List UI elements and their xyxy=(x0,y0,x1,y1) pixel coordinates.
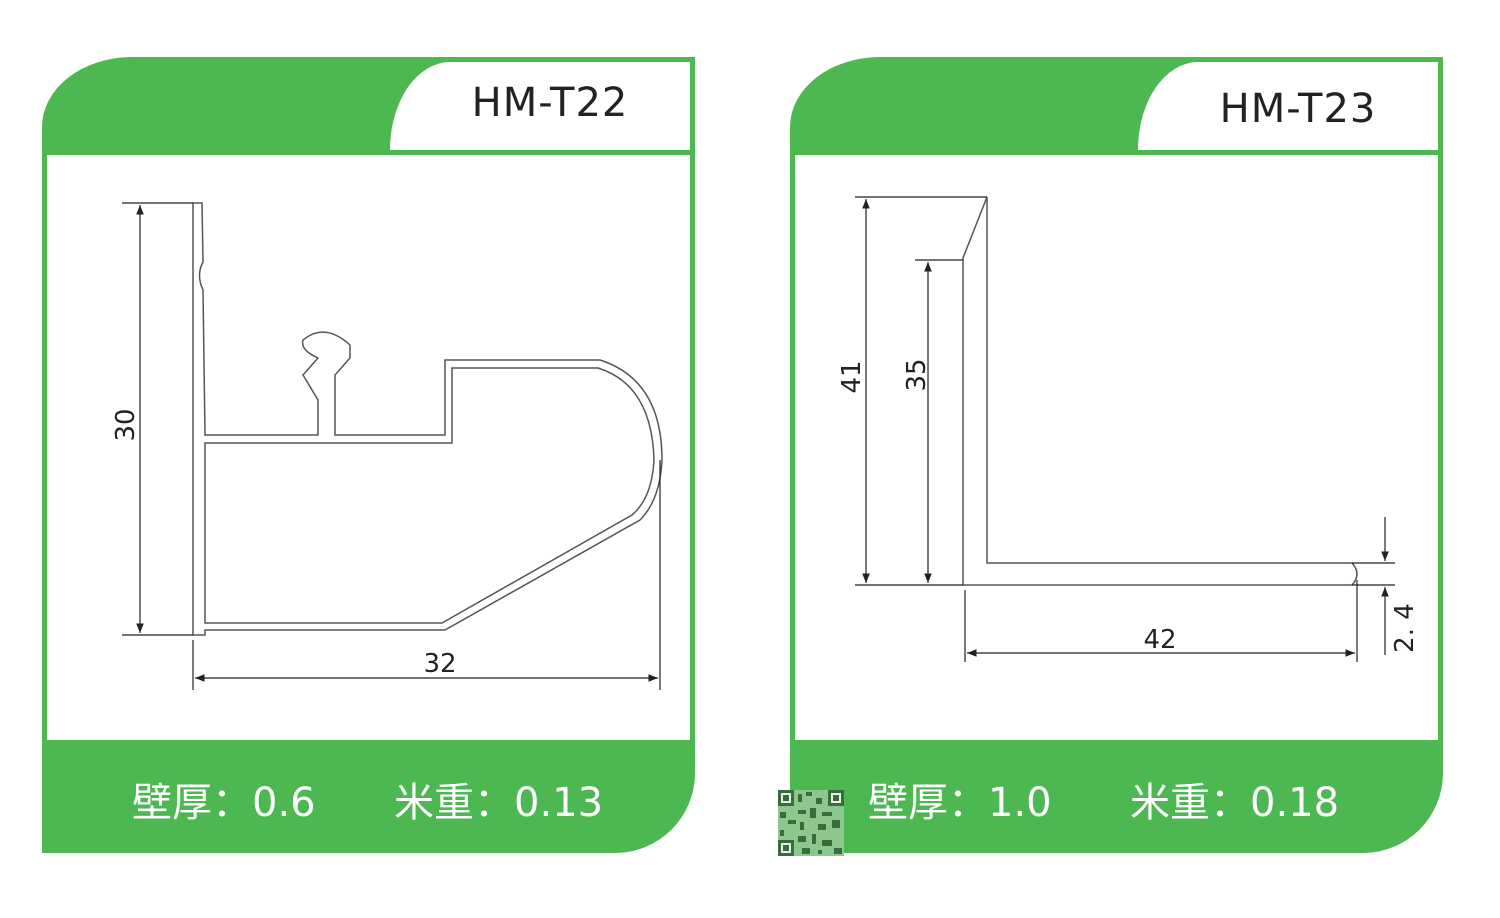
wall-thickness: 壁厚：1.0 xyxy=(868,780,1052,826)
dimensions-hm-t22 xyxy=(122,202,661,690)
product-card-hm-t22: HM-T22 壁厚：0.6 米重：0.13 xyxy=(42,57,695,853)
profile-hm-t23 xyxy=(962,196,1358,586)
model-title: HM-T23 xyxy=(1219,86,1377,132)
wall-thickness: 壁厚：0.6 xyxy=(132,780,316,826)
qr-code-icon xyxy=(778,790,844,856)
drawing-area xyxy=(790,155,1443,740)
dim-width-label: 32 xyxy=(423,649,456,679)
title-tab: HM-T22 xyxy=(390,62,690,150)
meter-weight: 米重：0.13 xyxy=(394,780,604,826)
meter-weight: 米重：0.18 xyxy=(1130,780,1340,826)
dim-thickness-label: 2. 4 xyxy=(1390,603,1420,653)
dim-height-label: 30 xyxy=(111,408,141,441)
drawing-area xyxy=(42,155,695,740)
spec-footer: 壁厚：1.0 米重：0.18 xyxy=(790,740,1443,853)
model-title: HM-T22 xyxy=(471,80,629,126)
dim-width-label: 42 xyxy=(1143,625,1176,655)
spec-footer: 壁厚：0.6 米重：0.13 xyxy=(42,740,695,853)
profile-hm-t22 xyxy=(192,202,663,636)
product-card-hm-t23: HM-T23 壁厚：1.0 米重：0.18 xyxy=(790,57,1443,853)
dim-inner-height-label: 35 xyxy=(902,358,932,391)
dimensions-hm-t23 xyxy=(855,196,1395,662)
dim-outer-height-label: 41 xyxy=(837,360,867,393)
title-tab: HM-T23 xyxy=(1138,62,1438,150)
